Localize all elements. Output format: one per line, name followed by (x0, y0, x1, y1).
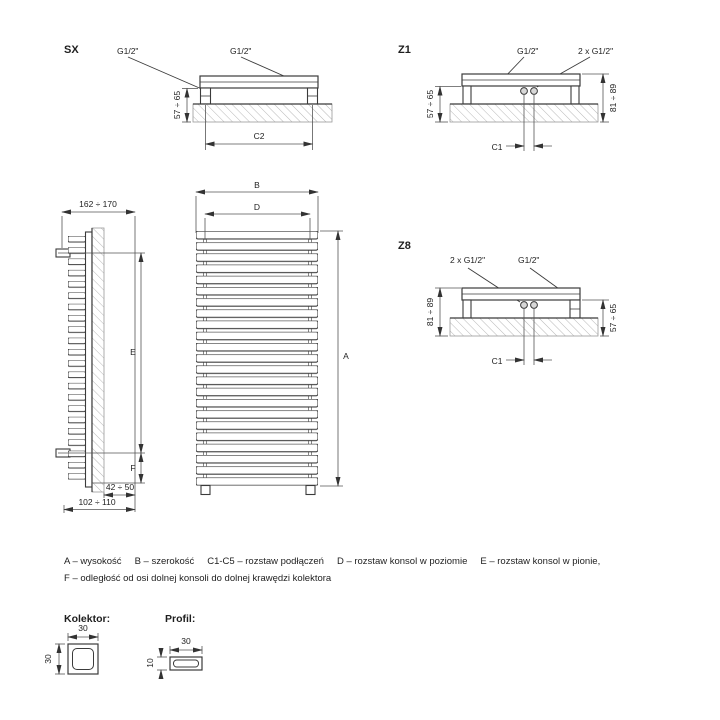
legend-line-2: F – odległość od osi dolnej konsoli do d… (64, 573, 344, 584)
z8-c1-dim-label: C1 (491, 356, 503, 366)
side-offset-small-dim-label: 42 ÷ 50 (105, 482, 135, 492)
front-d-dim-label: D (253, 202, 261, 212)
sx-title: SX (64, 44, 79, 56)
z1-wall-right-dim-label: 81 ÷ 89 (608, 83, 618, 113)
profil-width-dim-label: 30 (181, 636, 191, 646)
z1-c1-dim-label: C1 (491, 142, 503, 152)
legend-item-b: B – szerokość (134, 556, 195, 567)
legend-item-d: D – rozstaw konsol w poziomie (336, 556, 468, 567)
kolektor-section-drawing (55, 633, 99, 675)
side-e-dim-label: E (130, 347, 136, 357)
z8-wall-right-dim-label: 57 ÷ 65 (608, 303, 618, 333)
legend-line-1: A – wysokość B – szerokość C1-C5 – rozstaw… (64, 556, 613, 567)
legend-item-e: E – rozstaw konsol w pionie, (480, 556, 601, 567)
front-view (195, 189, 343, 496)
sx-c2-dim-label: C2 (253, 131, 265, 141)
profil-section-drawing (157, 646, 203, 680)
z1-conn-single-label: G1/2" (517, 46, 539, 56)
z8-wall-left-dim-label: 81 ÷ 89 (425, 297, 435, 327)
legend-item-f: F – odległość od osi dolnej konsoli do d… (64, 573, 332, 584)
z1-top-view (435, 56, 609, 151)
kolektor-height-dim-label: 30 (43, 654, 53, 664)
front-a-dim-label: A (343, 351, 349, 361)
sx-conn-right-label: G1/2" (230, 46, 252, 56)
z1-conn-double-label: 2 x G1/2" (578, 46, 614, 56)
side-view (55, 209, 145, 513)
kolektor-width-dim-label: 30 (78, 623, 88, 633)
sx-top-view (127, 56, 333, 150)
sx-wall-dim-label: 57 ÷ 65 (172, 90, 182, 120)
front-b-dim-label: B (254, 180, 260, 190)
kolektor-title: Kolektor: (64, 613, 111, 625)
z8-top-view (435, 267, 609, 365)
side-f-dim-label: F (130, 463, 136, 473)
legend-item-a: A – wysokość (64, 556, 122, 567)
profil-height-dim-label: 10 (145, 658, 155, 668)
sx-conn-left-label: G1/2" (117, 46, 139, 56)
profil-title: Profil: (165, 613, 196, 625)
z1-wall-left-dim-label: 57 ÷ 65 (425, 89, 435, 119)
z8-title: Z8 (398, 240, 411, 252)
side-offset-large-dim-label: 102 ÷ 110 (78, 497, 116, 507)
z8-conn-single-label: G1/2" (518, 255, 540, 265)
side-depth-dim-label: 162 ÷ 170 (79, 199, 117, 209)
legend-item-c: C1-C5 – rozstaw podłączeń (207, 556, 324, 567)
z1-title: Z1 (398, 44, 411, 56)
z8-conn-double-label: 2 x G1/2" (450, 255, 486, 265)
